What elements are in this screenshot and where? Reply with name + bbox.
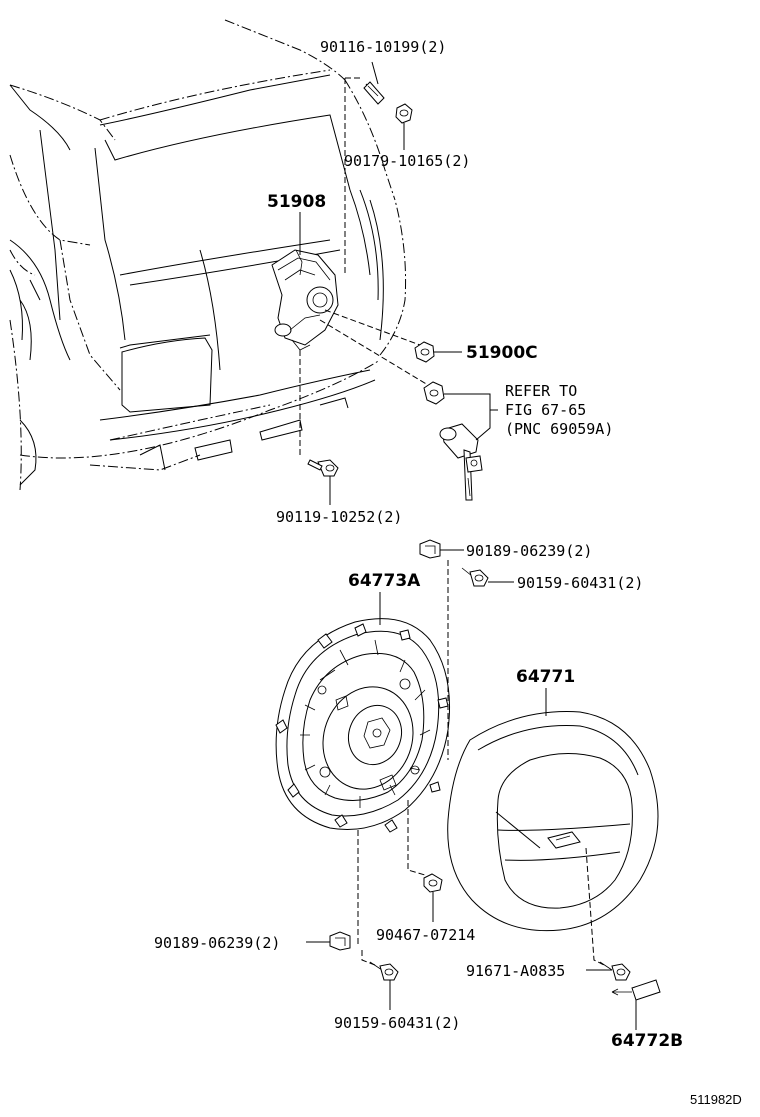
label-90119-10252: 90119-10252(2) <box>276 508 402 526</box>
label-90189-06239-bottom: 90189-06239(2) <box>154 934 280 952</box>
vehicle-rear-body <box>9 74 384 486</box>
spare-tire-carrier-bracket <box>271 249 339 351</box>
nut-51900c-icon <box>414 341 435 363</box>
label-51908: 51908 <box>267 192 326 212</box>
vehicle-rear-outline <box>9 19 407 491</box>
screw-91671-icon <box>599 961 631 981</box>
dash-to-51900c <box>324 309 421 346</box>
label-90179-10165: 90179-10165(2) <box>344 152 470 170</box>
screw-90467-icon <box>423 873 443 893</box>
nut-90179-icon <box>395 103 413 124</box>
clip-90189-bottom-icon <box>329 931 351 951</box>
dash-to-lock <box>319 319 429 386</box>
label-91671-a0835: 91671-A0835 <box>466 962 565 980</box>
clip-90189-top-icon <box>419 539 441 559</box>
emblem-64772b-icon <box>611 979 661 1001</box>
dash-screw-mid <box>407 800 426 876</box>
refer-bracket-line <box>444 393 498 441</box>
lock-nut-icon <box>423 381 445 405</box>
screw-90159-bottom-icon <box>369 961 399 981</box>
leader-90116 <box>371 61 379 85</box>
figure-number: 511982D <box>690 1092 742 1107</box>
dash-screw-bottom <box>361 950 376 966</box>
refer-to-line3: (PNC 69059A) <box>505 420 613 438</box>
label-64773a: 64773A <box>348 571 421 591</box>
bolt-90119-icon <box>307 459 339 477</box>
label-64771: 64771 <box>516 667 575 687</box>
bolt-90116-icon <box>363 81 385 105</box>
spare-tire-cover-64771 <box>447 711 659 932</box>
label-90159-60431-bottom: 90159-60431(2) <box>334 1014 460 1032</box>
lock-cylinder-keys-icon <box>439 423 483 501</box>
screw-90159-top-icon <box>461 567 489 587</box>
label-90159-60431-top: 90159-60431(2) <box>517 574 643 592</box>
refer-to-line1: REFER TO <box>505 382 577 400</box>
label-90467-07214: 90467-07214 <box>376 926 475 944</box>
spare-wheel-bracket-64773a <box>275 618 451 833</box>
dash-screw-right <box>585 847 607 967</box>
refer-to-line2: FIG 67-65 <box>505 401 586 419</box>
label-90189-06239-top: 90189-06239(2) <box>466 542 592 560</box>
label-64772b: 64772B <box>611 1031 683 1051</box>
label-51900c: 51900C <box>466 343 538 363</box>
label-90116-10199: 90116-10199(2) <box>320 38 446 56</box>
